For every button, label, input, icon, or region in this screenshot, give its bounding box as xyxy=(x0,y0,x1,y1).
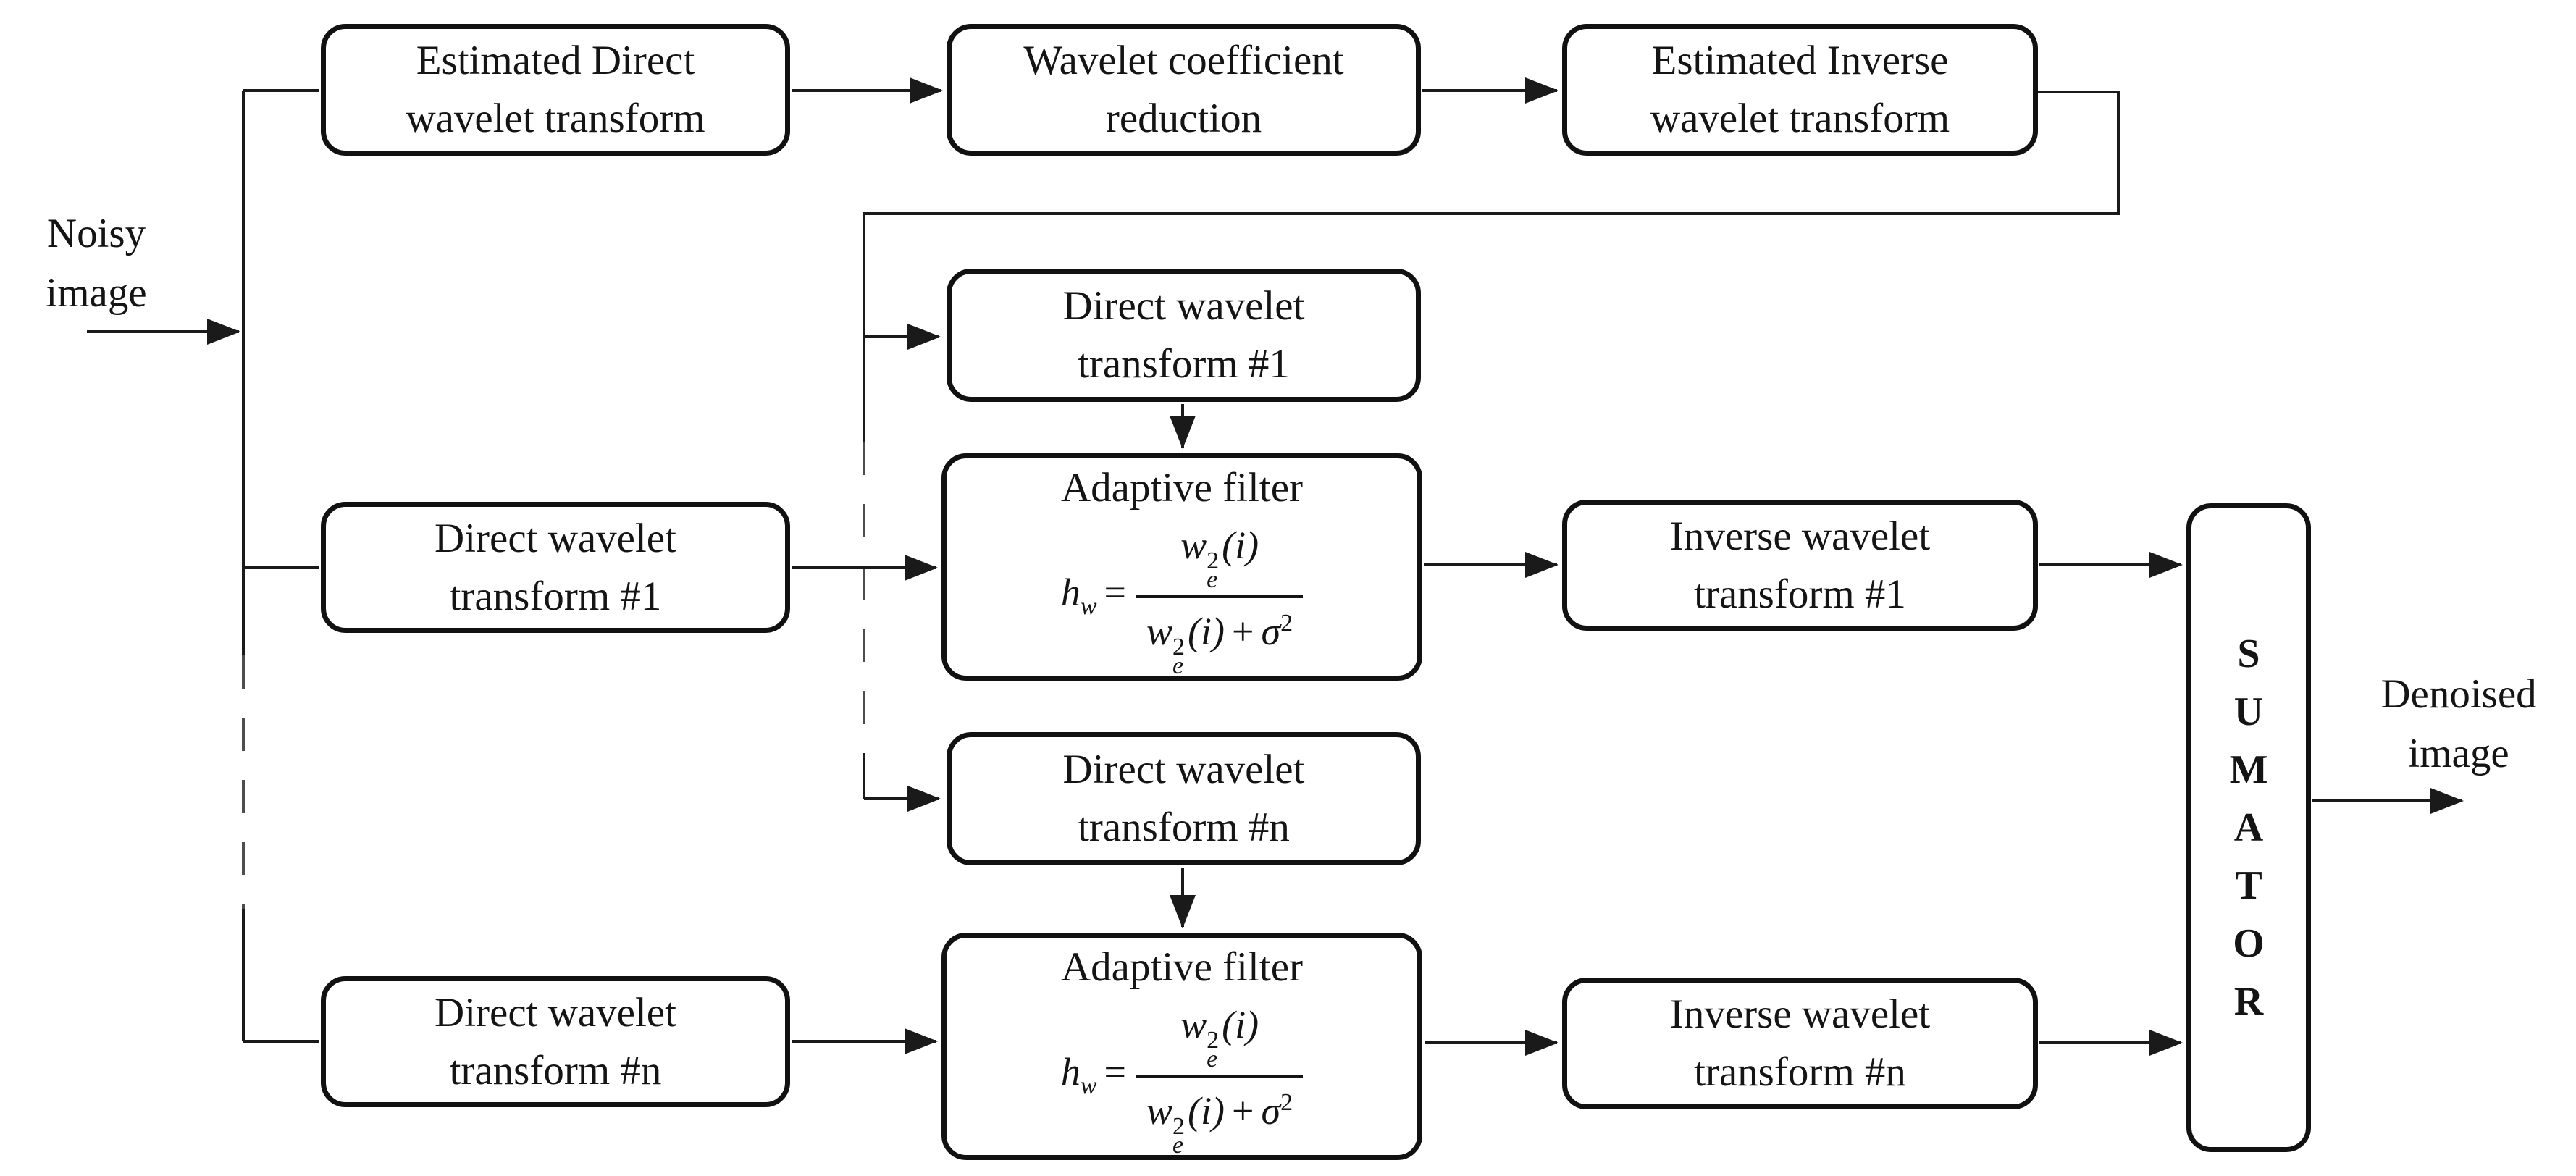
formula-w: w xyxy=(1146,1088,1173,1133)
box-label-line1: Direct wavelet xyxy=(435,989,676,1036)
box-label-line1: Estimated Direct xyxy=(416,38,695,83)
formula-h: h xyxy=(1060,571,1081,615)
formula-sub-e: e xyxy=(1172,652,1184,679)
formula-arg: (i) xyxy=(1188,609,1225,653)
sumator-letter: A xyxy=(2233,805,2264,850)
box-label-line2: transform #1 xyxy=(449,573,662,619)
inverse-wavelet-transform-1-box: Inverse wavelet transform #1 xyxy=(1562,500,2038,631)
formula-lhs: hw = xyxy=(1061,1051,1136,1107)
denoised-image-line2: image xyxy=(2408,731,2509,776)
direct-wavelet-transform-1-box: Direct wavelet transform #1 xyxy=(321,502,790,633)
formula-sup2: 2 xyxy=(1172,1112,1186,1140)
wavelet-coefficient-reduction-box: Wavelet coefficient reduction xyxy=(947,24,1421,156)
noisy-image-line1: Noisy xyxy=(46,211,146,256)
box-label-line1: Wavelet coefficient xyxy=(1023,38,1344,83)
box-label-line1: Direct wavelet xyxy=(1062,283,1305,329)
box-label-line2: transform #n xyxy=(1694,1049,1906,1095)
formula-arg: (i) xyxy=(1222,1002,1259,1046)
formula-sup2: 2 xyxy=(1207,547,1220,574)
adaptive-filter-title: Adaptive filter xyxy=(1061,944,1303,990)
formula-plus: + xyxy=(1232,1088,1254,1133)
direct-wavelet-transform-n-branch-box: Direct wavelet transform #n xyxy=(947,732,1421,865)
formula-lhs: hw= xyxy=(1061,571,1136,628)
formula-sigma: σ xyxy=(1261,609,1281,653)
formula-sup2: 2 xyxy=(1207,1026,1220,1054)
box-label-line1: Inverse wavelet xyxy=(1669,513,1931,559)
formula-w: w xyxy=(1180,1002,1207,1046)
box-label-line2: transform #n xyxy=(1078,805,1290,850)
sumator-box: S U M A T O R xyxy=(2186,503,2311,1152)
box-label-line2: reduction xyxy=(1105,96,1262,141)
formula-sigma-sup: 2 xyxy=(1280,1088,1293,1116)
box-label-line2: wavelet transform xyxy=(1650,96,1950,141)
formula-sub-e: e xyxy=(1207,1045,1218,1072)
noisy-image-line2: image xyxy=(46,270,147,316)
sumator-letter: S xyxy=(2237,631,2260,676)
sumator-letter: R xyxy=(2233,979,2264,1024)
box-label-line2: wavelet transform xyxy=(406,96,705,141)
formula-sup2: 2 xyxy=(1172,633,1186,660)
formula-sub-e: e xyxy=(1207,566,1218,593)
inverse-wavelet-transform-n-box: Inverse wavelet transform #n xyxy=(1562,978,2038,1109)
box-label-line2: transform #n xyxy=(449,1047,662,1093)
sumator-letter: U xyxy=(2233,689,2264,734)
formula-w: w xyxy=(1146,609,1173,653)
estimated-inverse-wavelet-transform-box: Estimated Inverse wavelet transform xyxy=(1562,24,2038,156)
box-label-line1: Inverse wavelet xyxy=(1669,991,1931,1037)
formula-equals: = xyxy=(1104,571,1127,615)
formula-equals: = xyxy=(1104,1050,1127,1094)
formula-w: w xyxy=(1180,523,1207,567)
formula-h: h xyxy=(1060,1050,1081,1094)
box-label-line1: Estimated Inverse xyxy=(1651,38,1949,83)
box-label-line1: Direct wavelet xyxy=(1062,747,1305,792)
estimated-direct-wavelet-transform-box: Estimated Direct wavelet transform xyxy=(321,24,790,156)
adaptive-filter-title: Adaptive filter xyxy=(1061,464,1303,511)
formula-arg: (i) xyxy=(1188,1088,1225,1133)
formula-plus: + xyxy=(1232,609,1254,653)
feedback-elbow xyxy=(863,91,2120,442)
sumator-letter: M xyxy=(2229,747,2268,792)
noisy-image-label: Noisy image xyxy=(13,204,180,323)
formula-arg: (i) xyxy=(1222,523,1259,567)
formula-sigma-sup: 2 xyxy=(1280,609,1293,637)
formula-h-sub: w xyxy=(1080,1072,1097,1099)
sumator-letter: O xyxy=(2233,921,2265,966)
sumator-letter: T xyxy=(2235,863,2262,908)
box-label-line2: transform #1 xyxy=(1078,341,1290,387)
denoised-image-label: Denoised image xyxy=(2346,665,2571,784)
direct-wavelet-transform-1-branch-box: Direct wavelet transform #1 xyxy=(947,269,1421,402)
denoised-image-line1: Denoised xyxy=(2380,671,2537,717)
box-label-line1: Direct wavelet xyxy=(435,515,676,561)
box-label-line2: transform #1 xyxy=(1694,571,1906,617)
formula-h-sub: w xyxy=(1080,592,1097,620)
formula-sigma: σ xyxy=(1261,1088,1281,1133)
formula-sub-e: e xyxy=(1172,1131,1184,1159)
direct-wavelet-transform-n-box: Direct wavelet transform #n xyxy=(321,976,790,1107)
